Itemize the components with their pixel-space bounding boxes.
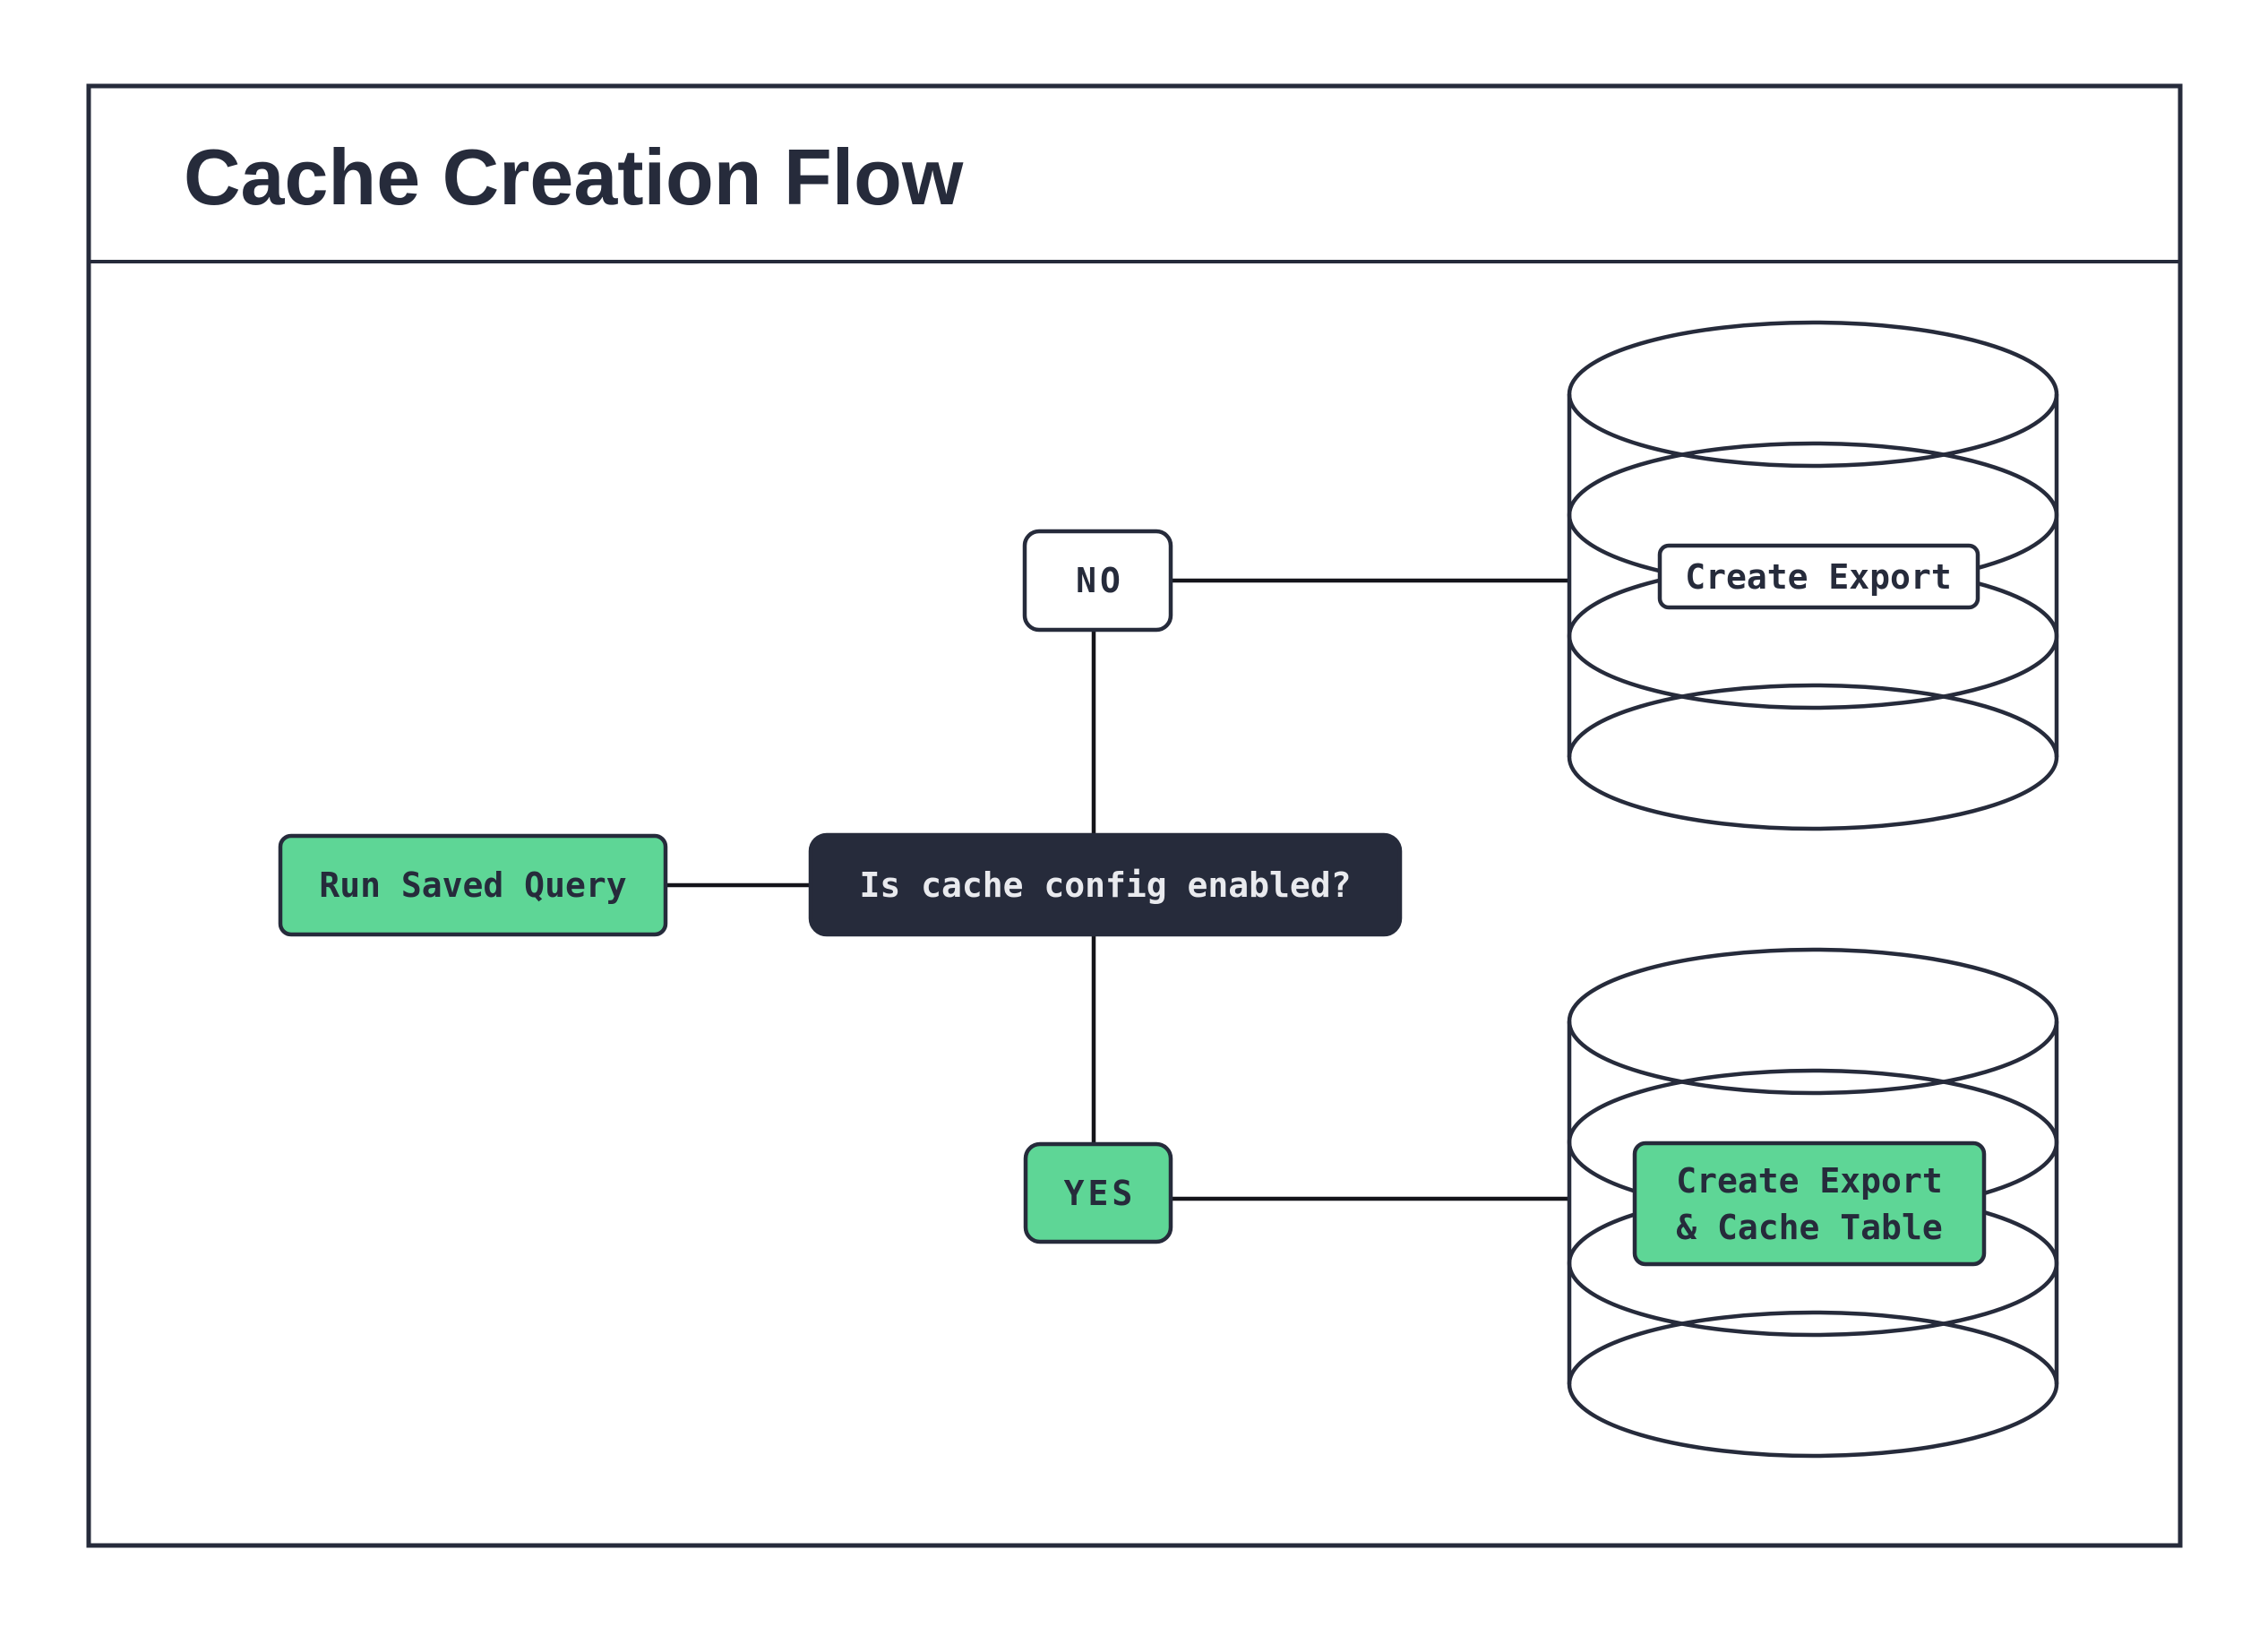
decision-node-label: Is cache config enabled? (859, 865, 1351, 905)
diagram-frame (86, 83, 2183, 1548)
export-database-cylinder: Create Export (1567, 320, 2059, 831)
yes-branch-label: YES (1064, 1174, 1137, 1213)
yes-branch-box (1023, 1141, 1173, 1244)
decision-node-box (808, 832, 1403, 937)
no-branch-label: NO (1076, 561, 1124, 600)
cache-database-cylinder: Create Export & Cache Table (1567, 947, 2059, 1459)
start-node-box (278, 833, 668, 937)
no-branch-node: NO (1022, 529, 1173, 633)
cache-label-text-line1: Create Export (1676, 1161, 1942, 1201)
page-title: Cache Creation Flow (184, 133, 964, 221)
connectors (666, 578, 1569, 1201)
cache-label-node (1632, 1141, 1987, 1267)
yes-branch-node: YES (1023, 1141, 1173, 1244)
decision-node: Is cache config enabled? (808, 832, 1403, 937)
start-node: Run Saved Query (278, 833, 668, 937)
export-label-text: Create Export (1685, 557, 1951, 597)
export-label-node (1657, 543, 1980, 610)
start-node-label: Run Saved Query (319, 865, 626, 905)
cache-label-text-line2: & Cache Table (1676, 1208, 1942, 1247)
no-branch-box (1022, 529, 1173, 633)
